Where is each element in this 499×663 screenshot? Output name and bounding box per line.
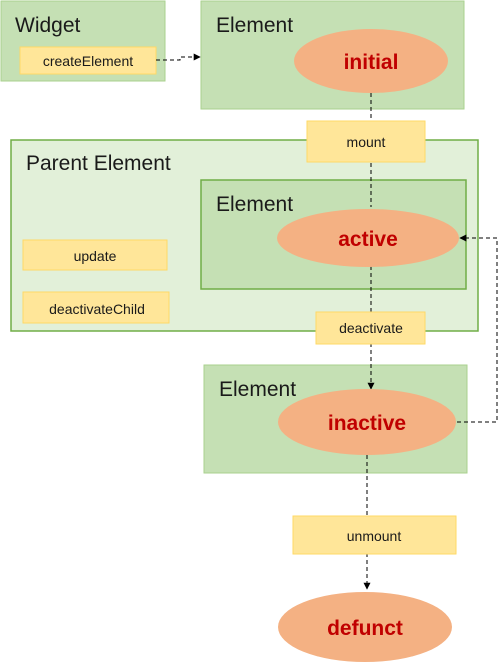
state-active: active bbox=[277, 209, 459, 267]
unmount-label-box: unmount bbox=[292, 515, 457, 555]
element-inactive-title: Element bbox=[219, 378, 296, 401]
deactivate-child-label: deactivateChild bbox=[49, 301, 145, 317]
mount-label-box: mount bbox=[306, 120, 426, 163]
update-label: update bbox=[74, 248, 117, 264]
state-inactive-label: inactive bbox=[328, 412, 406, 435]
element-initial-title: Element bbox=[216, 14, 293, 37]
state-inactive: inactive bbox=[278, 389, 456, 455]
state-defunct-label: defunct bbox=[327, 617, 403, 640]
element-active-title: Element bbox=[216, 193, 293, 216]
deactivate-label-box: deactivate bbox=[315, 311, 426, 345]
state-initial: initial bbox=[294, 29, 448, 93]
state-defunct: defunct bbox=[278, 592, 452, 662]
mount-label: mount bbox=[347, 134, 386, 150]
widget-box: Widget createElement bbox=[0, 0, 166, 82]
widget-title: Widget bbox=[15, 14, 81, 37]
state-initial-label: initial bbox=[344, 51, 399, 74]
parent-element-title: Parent Element bbox=[26, 152, 171, 175]
deactivate-label: deactivate bbox=[339, 320, 403, 336]
create-element-arrow bbox=[156, 53, 201, 61]
unmount-label: unmount bbox=[347, 528, 402, 544]
create-element-label: createElement bbox=[43, 53, 133, 69]
state-active-label: active bbox=[338, 228, 398, 251]
